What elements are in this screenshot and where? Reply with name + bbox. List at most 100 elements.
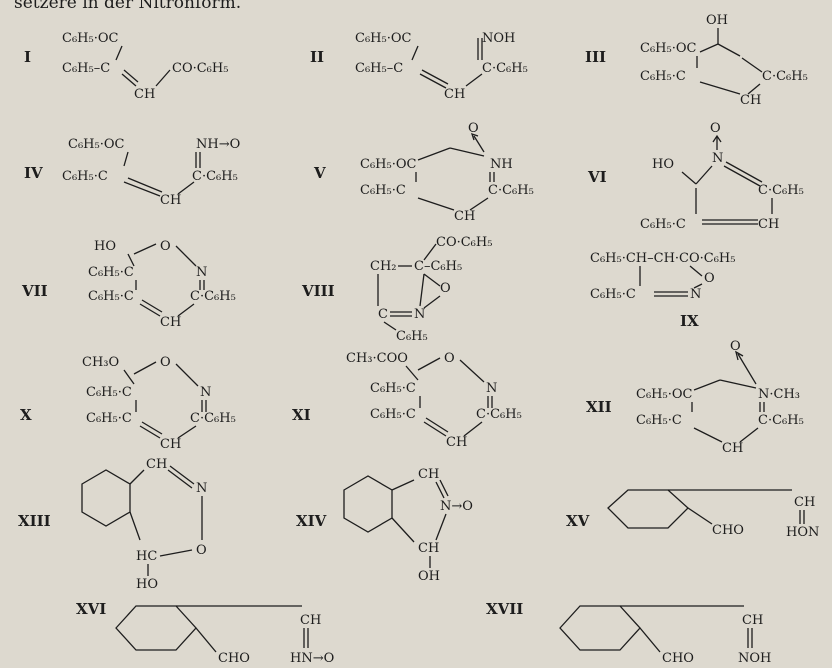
- group-text: HO: [94, 239, 116, 254]
- benzene-ring: [559, 605, 641, 651]
- group-text: C₆H₅–C: [62, 61, 110, 76]
- group-text: CH: [418, 467, 439, 482]
- group-text: NH→O: [196, 137, 240, 152]
- bond: [747, 83, 761, 95]
- arrow-head: [470, 132, 479, 141]
- bond: [717, 43, 741, 57]
- group-text: C·C₆H₅: [482, 61, 528, 76]
- bond: [681, 171, 697, 185]
- bond: [123, 151, 129, 167]
- bond: [723, 165, 761, 187]
- group-text: O: [196, 543, 207, 558]
- group-text: C·C₆H₅: [192, 169, 238, 184]
- group-text: CH₂: [370, 259, 397, 274]
- bond: [383, 321, 397, 331]
- compound-II: II C₆H₅·OC C₆H₅–C NOH C·C₆H₅ CH: [310, 31, 528, 102]
- group-text: N: [414, 307, 425, 322]
- bond: [473, 135, 485, 153]
- bond: [169, 465, 195, 485]
- compound-X: X CH₃O O C₆H₅·C N C₆H₅·C C·C₆H₅ CH: [20, 355, 236, 452]
- compound-label: XI: [292, 406, 311, 424]
- group-text: C₆H₅·C: [88, 265, 134, 280]
- group-text: CH: [454, 209, 475, 224]
- bond: [465, 73, 483, 87]
- group-text: C·C₆H₅: [476, 407, 522, 422]
- bond: [155, 69, 171, 87]
- group-text: N: [486, 381, 497, 396]
- bond: [139, 303, 161, 317]
- group-text: O: [160, 239, 171, 254]
- bond: [167, 469, 193, 489]
- bond: [177, 181, 195, 195]
- bond: [417, 197, 455, 211]
- compound-label: VI: [587, 168, 607, 186]
- bond: [405, 365, 419, 381]
- compound-label: XII: [586, 398, 612, 416]
- bond: [449, 147, 485, 157]
- bond: [417, 357, 441, 371]
- group-text: CH: [160, 315, 181, 330]
- bond: [141, 421, 163, 435]
- bond: [435, 481, 445, 499]
- compound-XI: XI CH₃·COO O C₆H₅·C N C₆H₅·C C·C₆H₅ CH: [292, 351, 522, 450]
- bond: [195, 627, 217, 653]
- bond: [177, 425, 197, 439]
- bond: [123, 369, 135, 385]
- bond: [133, 243, 157, 255]
- bond: [115, 45, 123, 61]
- bond: [121, 73, 137, 87]
- compound-VII: VII HO O C₆H₅·C N C₆H₅·C C·C₆H₅ CH: [21, 239, 236, 330]
- compound-IV: IV C₆H₅·OC NH→O C₆H₅·C C·C₆H₅ CH: [24, 137, 240, 208]
- bond: [469, 197, 489, 211]
- bond: [737, 353, 757, 385]
- bond: [689, 265, 703, 277]
- group-text: O: [710, 121, 721, 136]
- group-text: N: [200, 385, 211, 400]
- group-text: CH: [300, 613, 321, 628]
- compound-label: XIV: [296, 512, 327, 530]
- group-text: CO·C₆H₅: [172, 61, 228, 76]
- group-text: N: [196, 481, 207, 496]
- bond: [463, 421, 483, 437]
- bond: [423, 273, 441, 287]
- group-text: C₆H₅·C: [370, 407, 416, 422]
- bond: [127, 177, 163, 193]
- group-text: C₆H₅·C: [62, 169, 108, 184]
- group-text: C₆H₅·C: [360, 183, 406, 198]
- group-text: C₆H₅·C: [88, 289, 134, 304]
- bond: [139, 425, 161, 439]
- group-text: C₆H₅·OC: [360, 157, 416, 172]
- group-text: CH: [794, 495, 815, 510]
- group-text: C·C₆H₅: [190, 411, 236, 426]
- group-text: C·C₆H₅: [758, 413, 804, 428]
- group-text: CH: [722, 441, 743, 456]
- compound-label: XV: [566, 512, 590, 530]
- bond: [425, 417, 449, 433]
- bond: [175, 363, 199, 387]
- bond: [423, 243, 437, 261]
- bond: [123, 69, 139, 83]
- compound-label: IV: [24, 164, 43, 182]
- benzene-ring: [343, 475, 393, 533]
- bond: [127, 253, 135, 267]
- group-text: NH: [490, 157, 513, 172]
- compound-VI: VI O N HO C·C₆H₅ C₆H₅·C CH: [587, 121, 804, 232]
- group-text: C₆H₅·C: [86, 411, 132, 426]
- bond: [159, 549, 193, 557]
- bond: [699, 81, 741, 95]
- compound-XIV: XIV CH N→O CH OH: [296, 467, 473, 584]
- bond: [725, 161, 763, 183]
- bond: [439, 479, 449, 497]
- group-text: CHO: [662, 651, 694, 666]
- bond: [417, 147, 451, 161]
- bond: [719, 379, 757, 389]
- bond: [419, 273, 425, 307]
- bond: [435, 513, 447, 541]
- group-text: C₆H₅·OC: [62, 31, 118, 46]
- group-text: HON: [786, 525, 819, 540]
- group-text: CH: [134, 87, 155, 102]
- compound-VIII: VIII CO·C₆H₅ CH₂ C–C₆H₅ O C N C₆H₅: [301, 235, 492, 344]
- compound-label: VII: [21, 282, 48, 300]
- group-text: O: [730, 339, 741, 354]
